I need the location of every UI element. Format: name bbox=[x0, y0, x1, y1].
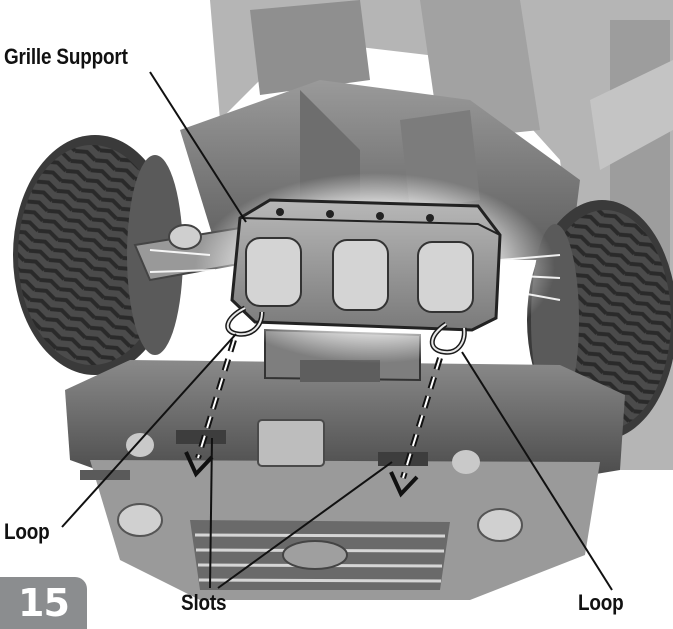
grille-support-label: Grille Support bbox=[4, 44, 128, 69]
step-number-badge: 15 bbox=[0, 577, 87, 629]
front-bumper bbox=[65, 360, 625, 600]
grille-support-part bbox=[230, 198, 502, 332]
loop-right-label: Loop bbox=[578, 590, 624, 615]
insert-arrow-right bbox=[389, 357, 443, 498]
slots-label: Slots bbox=[181, 590, 227, 615]
insert-arrow-left bbox=[184, 339, 237, 478]
left-tire bbox=[13, 135, 183, 375]
loop-left-label: Loop bbox=[4, 519, 50, 544]
leader-lines bbox=[61, 71, 613, 591]
